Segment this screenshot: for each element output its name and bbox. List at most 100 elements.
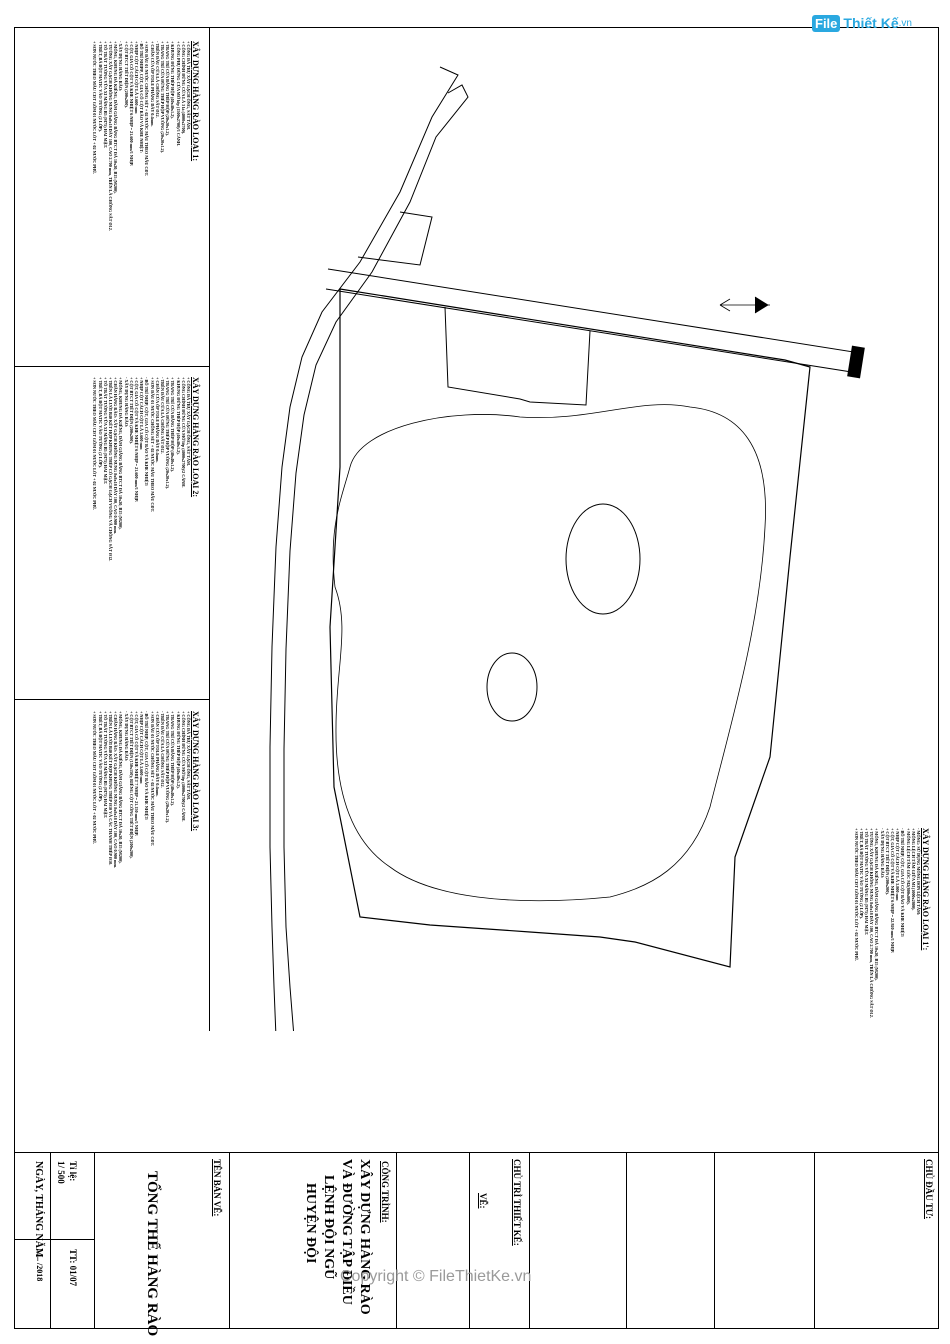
site-plan-drawing	[269, 66, 865, 1031]
note-line: + TRÊN LÀ LƯỚI B40 KẾT HỢP KHUNG THÉP Ø1…	[107, 711, 113, 866]
chief-designer-label: CHỦ TRÌ THIẾT KẾ:	[512, 1159, 522, 1246]
note-line: + CÔNG CHÍNH ĐỨNG CỬA LÁ 3 lá (4000x2700…	[180, 41, 186, 135]
note-line: + TRANG TRÍ CỬA BẰNG THÉP HỘP (40x40x1.2…	[170, 711, 176, 806]
note-line: + CÔNG CHÍNH ĐỨNG CỬA MỞ lớp (4000x2700)…	[180, 377, 186, 488]
note-line: + SƠN NƯỚC THEO MÀU CĐT GỒM 01 NƯỚC LÓT …	[92, 41, 98, 175]
pond-large	[565, 503, 641, 615]
note-line: + MÓNG, KHUNG ĐÁ KIÊNG, DẦM GIẰNG BẰNG B…	[874, 828, 880, 981]
note-title: XÂY DỰNG HÀNG RÀO LOẠI 1':	[921, 828, 930, 951]
project-name-line: LỆNH ĐỘI NGŨ	[321, 1175, 336, 1280]
note-line: + TÔ TRÁT TƯỜNG VỮA XI MĂNG B5 (M75) HAI…	[102, 377, 108, 485]
sheet-number: TT: 01/07	[68, 1249, 78, 1287]
tb-divider	[94, 1153, 95, 1329]
note-line: + TƯỜNG XÂY GẠCH KHÔNG NUNG 8x8x18 DÀY 1…	[869, 828, 875, 1018]
note-line: + TÔ TRÁT TƯỜNG VỮA XI MĂNG B5 (M75) HAI…	[102, 41, 108, 149]
note-line: - BỐ TRÍ NHỊP, CỘT, GIA CỐ CỘT RÀO VÀ KH…	[900, 828, 906, 938]
tb-divider	[714, 1153, 715, 1329]
note-line: + TRANG TRÍ CỬA ĐỨNG THÉP HỘP VUÔNG (20x…	[159, 41, 165, 154]
tb-divider	[396, 1153, 397, 1329]
note-line: + SƠN ĐẦU 01 NƯỚC CHỐNG SÉT + 02 NƯỚC MÀ…	[144, 41, 150, 176]
note-line: + CHÂN CỬA ỐP TOLE PHẲNG DÀY 0.4mm.	[154, 711, 160, 797]
east-road	[325, 268, 865, 379]
drawing-name-label: TÊN BẢN VẼ:	[212, 1159, 222, 1217]
note-line: + TRÊN LÀ LƯỚI B40 KẾT HỢP KHUNG THÉP CÓ…	[107, 377, 113, 562]
note-line: + SƠN NƯỚC THEO MÀU CĐT GỒM 01 NƯỚC LÓT …	[853, 828, 859, 962]
note-line: + CHÂN HÀNG RÀO: XÂY GẠCH KHÔNG NUNG 8x8…	[113, 377, 119, 535]
note-line: + SƠN ĐẦU 01 NƯỚC CHỐNG SÉT + 02 NƯỚC MÀ…	[149, 377, 155, 512]
note-line: + CHÂN CỬA ỐP TOLE PHẲNG DÀY 0.4mm.	[149, 41, 155, 127]
note-line: + MÓNG, KHUNG ĐÁ KIÊNG, DẦM GIẰNG BẰNG B…	[118, 711, 124, 864]
tb-divider	[14, 1239, 94, 1240]
logo-text: Thiết Kế	[843, 15, 899, 31]
note-line: + TRANG TRÍ CỬA BẰNG THÉP HỘP (20x20x1.2…	[165, 41, 171, 136]
note-line: + MÓNG LỆCH TÂM GÓC M2(800x800).	[905, 828, 911, 905]
brand-logo[interactable]: File Thiết Kế .vn	[812, 12, 912, 34]
project-name-line: HUYỆN ĐỘI	[303, 1183, 318, 1264]
note-line: + CÔNG ĐÀ TRỤ XÂY GẠCH ỐNG, SẮT TẤM.	[186, 711, 191, 801]
note-block-type3: XÂY DỰNG HÀNG RÀO LOẠI 3: + CÔNG ĐÀ TRỤ …	[92, 711, 200, 868]
building-outlines	[357, 211, 591, 406]
terrain-contour	[332, 404, 766, 902]
tb-divider	[50, 1153, 51, 1329]
note-line: + TRÉT, BẢ BỘT MATIC VÀO TƯỜNG (2 LỚP).	[97, 711, 103, 802]
access-road	[269, 66, 469, 1031]
tb-divider	[626, 1153, 627, 1329]
note-line: + CÔNG PHỤ ĐỨNG CỬA MỞ lớp (1500x2700)/1…	[175, 41, 181, 147]
note-block-type1-prime: XÂY DỰNG HÀNG RÀO LOẠI 1': - MÓNG: SỬ DỤ…	[853, 828, 930, 1018]
note-line: + TRÉT, BẢ BỘT MATIC VÀO TƯỜNG (2 LỚP).	[97, 41, 103, 132]
note-line: + TÔ TRÁT TƯỜNG VỮA XI MĂNG B5 (M75) HAI…	[102, 711, 108, 819]
note-block-type2: XÂY DỰNG HÀNG RÀO LOẠI 2: + CÔNG ĐÀ TRỤ …	[92, 377, 200, 561]
note-line: + CỘT BTCT TIẾT DIỆN (200x200).	[123, 41, 129, 108]
note-line: + SƠN NƯỚC THEO MÀU CĐT GỒM 01 NƯỚC LÓT …	[92, 377, 98, 511]
note-line: + CỘT, GIA CỐ CỘT VÀ KHE NHIỆT 6 NHỊP = …	[128, 41, 134, 167]
project-name-line: XÂY DỰNG HÀNG RÀO	[357, 1159, 372, 1315]
logo-box: File	[812, 14, 841, 32]
scale-value: 1/ 500	[56, 1161, 66, 1184]
note-line: + CHÂN CỬA ỐP TOLE PHẲNG DÀY 0.4mm.	[154, 377, 160, 463]
date-label: NGÀY, THÁNG NĂM	[33, 1161, 44, 1258]
pond-small	[486, 652, 538, 722]
note-block-type1: XÂY DỰNG HÀNG RÀO LOẠI 1: + CÔNG ĐÀ TRỤ …	[92, 41, 200, 231]
drawing-sheet-border	[14, 27, 939, 1329]
site-boundary	[329, 288, 811, 968]
note-line: - BỐ TRÍ NHỊP, CỘT, GIA CỐ CỘT RÀO VÀ KH…	[144, 377, 150, 487]
note-line: - XÂY DỰNG HÀNG RÀO:	[879, 828, 885, 879]
note-line: + CỘT BTCT TIẾT DIỆN (150x150); RIÊNG CỘ…	[128, 711, 134, 859]
note-line: - XÂY DỰNG HÀNG RÀO:	[123, 377, 129, 428]
drawing-name: TỔNG THỂ HÀNG RÀO	[144, 1171, 160, 1337]
tb-divider	[814, 1153, 815, 1329]
scale-label: Tỉ lệ:	[68, 1161, 78, 1182]
note-line: + CHÂN HÀNG RÀO: XÂY GẠCH KHÔNG NUNG 8x8…	[113, 711, 119, 869]
note-line: + MÓNG, KHUNG ĐÁ KIÊNG, DẦM GIẰNG BẰNG B…	[113, 41, 119, 194]
tb-divider	[229, 1153, 230, 1329]
note-line: + SƠN NƯỚC THEO MÀU CĐT GỒM 01 NƯỚC LÓT …	[92, 711, 98, 845]
copyright-watermark: Copyright © FileThietKe.vn	[340, 1268, 532, 1285]
drafter-label: VẼ:	[478, 1193, 488, 1209]
notes-divider	[14, 366, 210, 367]
project-label: CÔNG TRÌNH:	[380, 1161, 390, 1223]
note-line: + CỘT BTCT TIẾT DIỆN (200x200).	[128, 377, 134, 444]
tb-divider	[529, 1153, 530, 1329]
note-line: + CỘT, GIA CỐ CỘT VÀ KHE NHIỆT 6 NHỊP = …	[133, 377, 139, 503]
title-block: NGÀY, THÁNG NĂM ...... /2018 Tỉ lệ: 1/ 5…	[14, 1152, 939, 1336]
notes-panel: XÂY DỰNG HÀNG RÀO LOẠI 1: + CÔNG ĐÀ TRỤ …	[14, 27, 210, 1031]
date-value: ...... /2018	[35, 1249, 44, 1282]
note-line: - XÂY DỰNG HÀNG RÀO:	[118, 41, 124, 92]
note-line: + CỘT, GIA CỐ CỘT VÀ KHE NHIỆT 7 NHỊP = …	[133, 711, 139, 837]
note-line: + TƯỜNG XÂY GẠCH KHÔNG NUNG 8x8x18 DÀY 1…	[107, 41, 113, 231]
north-arrow-icon	[719, 296, 770, 314]
note-line: + TRÉT, BẢ BỘT MATIC VÀO TƯỜNG (2 LỚP).	[858, 828, 864, 919]
notes-divider	[14, 699, 210, 700]
note-line: + MÓNG LỆCH TÂM GIỮA M1(1000x2800).	[910, 828, 916, 911]
note-line: + SƠN ĐẦU 01 NƯỚC CHỐNG SÉT + 02 NƯỚC MÀ…	[149, 711, 155, 846]
tb-divider	[469, 1153, 470, 1329]
note-line: + CÔNG CHÍNH ĐỨNG CỬA MỞ lớp (4000x2700)…	[180, 711, 186, 822]
owner-label: CHỦ ĐẦU TƯ:	[924, 1159, 934, 1219]
note-line: + TRANG TRÍ CỬA ĐỨNG THÉP HỘP VUÔNG (20x…	[165, 711, 171, 824]
note-line: + TRANG TRÍ CỬA ĐỨNG THÉP HỘP VUÔNG (20x…	[165, 377, 171, 490]
note-line: - BỐ TRÍ NHIPP, CỘT, GIA CỐ CỘT RÀO VÀ K…	[139, 41, 145, 153]
note-line: + KHUNG ĐỨNG THÉP HỘP (40x40x1.2).	[175, 711, 181, 789]
note-line: + TRÉT, BẢ BỘT MATIC VÀO TƯỜNG (2 LỚP).	[97, 377, 103, 468]
note-title: XÂY DỰNG HÀNG RÀO LOẠI 3:	[191, 711, 200, 832]
note-line: + KHUNG ĐỨNG THÉP HỘP (40x40x1.2).	[175, 377, 181, 455]
